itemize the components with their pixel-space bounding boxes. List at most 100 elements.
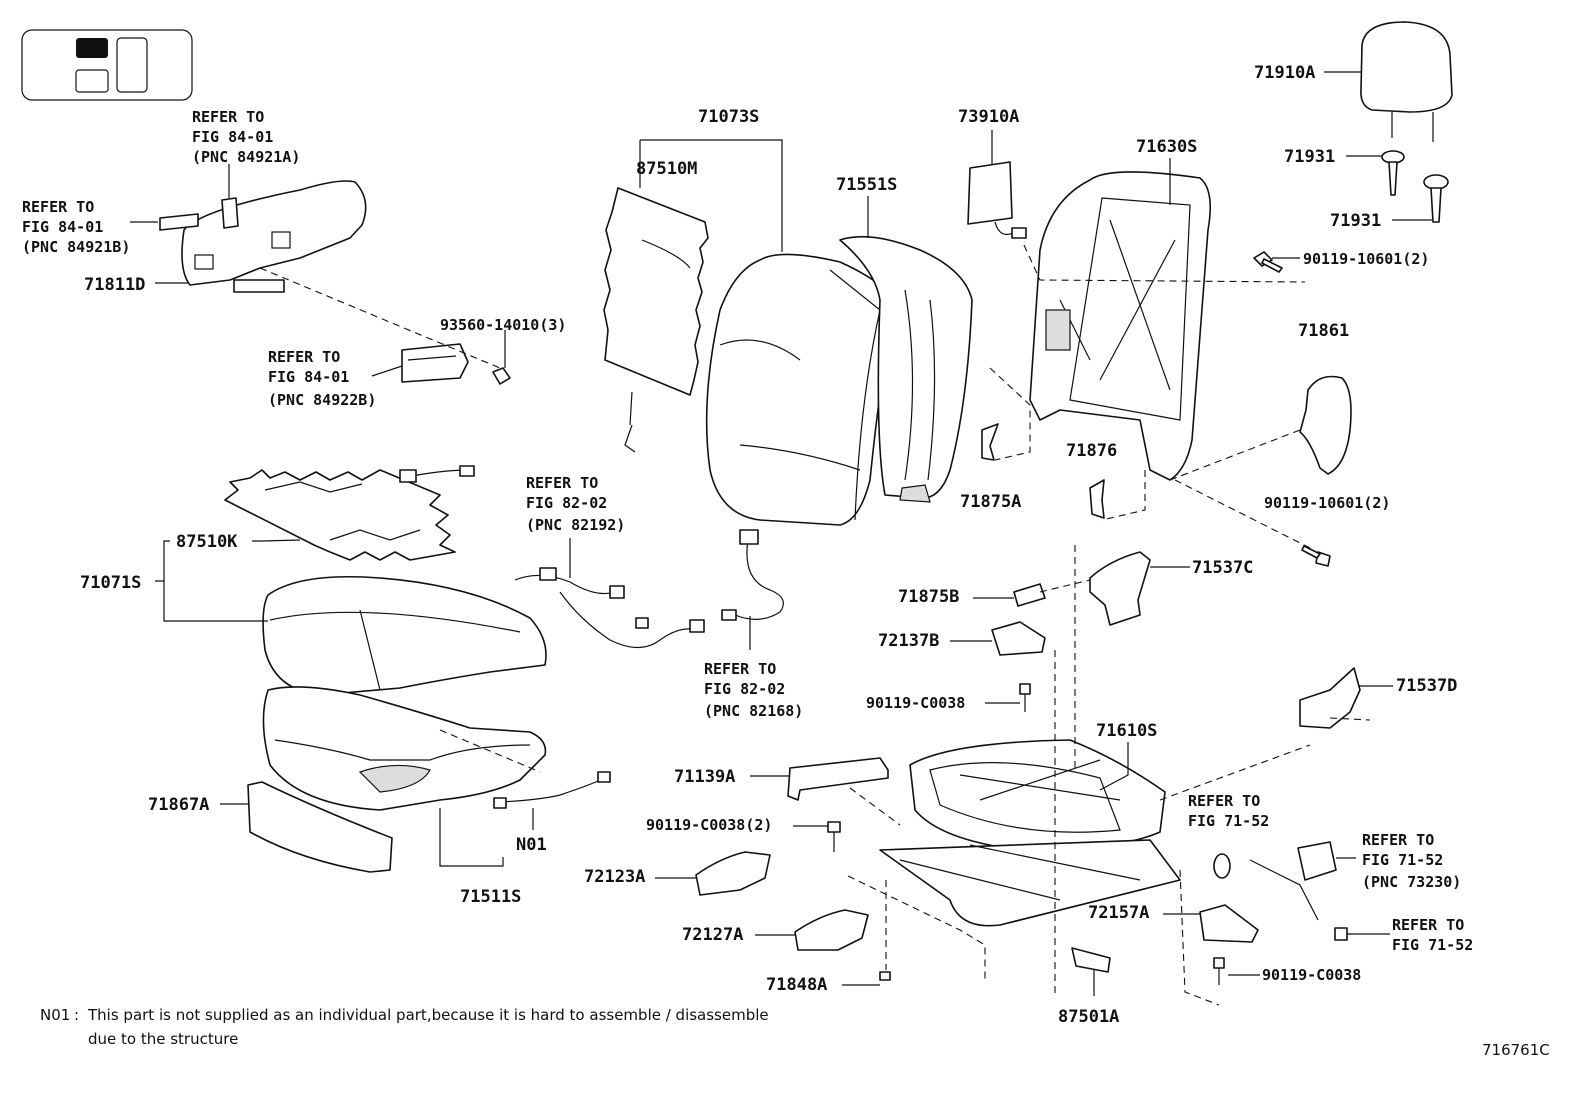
svg-text:(PNC 73230): (PNC 73230) — [1362, 873, 1461, 891]
svg-text:(PNC 82168): (PNC 82168) — [704, 702, 803, 720]
reference-84921A: REFER TO FIG 84-01 (PNC 84921A) — [192, 108, 300, 166]
seatback-frame-shape — [1029, 171, 1211, 481]
side-shield-shape — [159, 180, 367, 293]
recliner-cover-shapes — [1089, 551, 1361, 729]
label-71861: 71861 — [1298, 321, 1349, 341]
label-71537C: 71537C — [1192, 558, 1253, 578]
svg-text:REFER TO: REFER TO — [22, 198, 94, 216]
label-90119-C0038-lower: 90119-C0038 — [1262, 966, 1361, 984]
switch-block-shape — [401, 343, 469, 383]
label-71931-upper: 71931 — [1284, 147, 1335, 167]
svg-text:FIG 71-52: FIG 71-52 — [1188, 812, 1269, 830]
wire-harness-82168-shape — [721, 529, 784, 621]
label-90119-10601-upper: 90119-10601(2) — [1303, 250, 1429, 268]
label-71537D: 71537D — [1396, 676, 1457, 696]
label-71848A: 71848A — [766, 975, 827, 995]
footnote-text-line2: due to the structure — [88, 1030, 238, 1048]
svg-text:FIG 82-02: FIG 82-02 — [704, 680, 785, 698]
reference-84922B: REFER TO FIG 84-01 (PNC 84922B) — [268, 348, 376, 409]
label-87510M: 87510M — [636, 159, 697, 179]
footnote-key: N01 — [40, 1006, 70, 1024]
reference-71-52-lower: REFER TO FIG 71-52 — [1392, 916, 1473, 954]
label-87510K: 87510K — [176, 532, 238, 552]
reference-82168: REFER TO FIG 82-02 (PNC 82168) — [704, 660, 803, 720]
label-71610S: 71610S — [1096, 721, 1157, 741]
footnote-text-line1: This part is not supplied as an individu… — [87, 1006, 769, 1024]
seat-cushion-pad-shape — [262, 686, 547, 811]
svg-text:(PNC 84921A): (PNC 84921A) — [192, 148, 300, 166]
headrest-guide-shape — [1381, 150, 1449, 223]
label-72157A: 72157A — [1088, 903, 1149, 923]
seatback-cover-shape — [705, 253, 896, 526]
label-71551S: 71551S — [836, 175, 897, 195]
label-72137B: 72137B — [878, 631, 939, 651]
side-cover-shape — [1299, 375, 1352, 475]
svg-text:FIG 84-01: FIG 84-01 — [22, 218, 103, 236]
label-71876: 71876 — [1066, 441, 1117, 461]
seat-cushion-frame-shape — [879, 739, 1181, 927]
label-71630S: 71630S — [1136, 137, 1197, 157]
cushion-bracket-71139A-shape — [787, 757, 889, 801]
label-72123A: 72123A — [584, 867, 645, 887]
label-90119-C0038-upper: 90119-C0038 — [866, 694, 965, 712]
label-90119-C0038-2: 90119-C0038(2) — [646, 816, 772, 834]
label-71073S: 71073S — [698, 107, 759, 127]
cushion-heater-shape — [224, 465, 475, 561]
cushion-harness-shape — [493, 771, 611, 809]
svg-text:(PNC 82192): (PNC 82192) — [526, 516, 625, 534]
svg-text:FIG 84-01: FIG 84-01 — [268, 368, 349, 386]
sensor-87501A-shape — [1071, 947, 1111, 973]
seatback-pad-shape — [839, 235, 973, 503]
label-71511S: 71511S — [460, 887, 521, 907]
svg-text:(PNC 84922B): (PNC 84922B) — [268, 391, 376, 409]
label-71867A: 71867A — [148, 795, 209, 815]
seat-cushion-cover-shape — [262, 575, 547, 696]
label-71139A: 71139A — [674, 767, 735, 787]
label-71875A: 71875A — [960, 492, 1021, 512]
svg-text:FIG 84-01: FIG 84-01 — [192, 128, 273, 146]
cover-72137B-shape — [991, 621, 1046, 656]
track-cover-shapes — [695, 851, 869, 951]
svg-text:FIG 71-52: FIG 71-52 — [1362, 851, 1443, 869]
svg-text:REFER TO: REFER TO — [1188, 792, 1260, 810]
reference-71-52-upper: REFER TO FIG 71-52 — [1188, 792, 1269, 830]
seatbelt-buckle-shape — [1213, 841, 1337, 921]
svg-text:REFER TO: REFER TO — [1362, 831, 1434, 849]
bolt-shape — [492, 251, 1348, 985]
svg-text:REFER TO: REFER TO — [526, 474, 598, 492]
svg-text::: : — [74, 1006, 79, 1024]
label-N01: N01 — [516, 835, 547, 855]
svg-text:REFER TO: REFER TO — [268, 348, 340, 366]
cover-72157A-shape — [1199, 904, 1259, 943]
label-71875B: 71875B — [898, 587, 959, 607]
label-93560-14010: 93560-14010(3) — [440, 316, 566, 334]
leader-lines — [130, 71, 1432, 996]
vehicle-locator-icon — [21, 29, 193, 101]
reference-notes: REFER TO FIG 84-01 (PNC 84921A) REFER TO… — [22, 108, 1473, 954]
reference-82192: REFER TO FIG 82-02 (PNC 82192) — [526, 474, 625, 534]
bracket-shapes — [981, 423, 1105, 607]
svg-text:REFER TO: REFER TO — [704, 660, 776, 678]
assembly-dashed-lines — [259, 244, 1371, 1006]
reference-84921B: REFER TO FIG 84-01 (PNC 84921B) — [22, 198, 130, 256]
svg-text:REFER TO: REFER TO — [192, 108, 264, 126]
label-71811D: 71811D — [84, 275, 145, 295]
seatback-heater-shape — [603, 187, 709, 453]
label-71931-lower: 71931 — [1330, 211, 1381, 231]
label-87501A: 87501A — [1058, 1007, 1119, 1027]
footnote: N01 : This part is not supplied as an in… — [40, 1006, 769, 1048]
cushion-front-panel-shape — [247, 781, 393, 873]
svg-text:FIG 71-52: FIG 71-52 — [1392, 936, 1473, 954]
label-72127A: 72127A — [682, 925, 743, 945]
label-71071S: 71071S — [80, 573, 141, 593]
svg-text:REFER TO: REFER TO — [1392, 916, 1464, 934]
svg-text:(PNC 84921B): (PNC 84921B) — [22, 238, 130, 256]
label-71910A: 71910A — [1254, 63, 1315, 83]
airbag-module-shape — [967, 161, 1027, 239]
figure-code: 716761C — [1482, 1041, 1550, 1059]
label-73910A: 73910A — [958, 107, 1019, 127]
headrest-shape — [1360, 21, 1453, 142]
part-labels: 71910A 71931 71931 90119-10601(2) 71861 … — [80, 63, 1457, 1027]
label-90119-10601-lower: 90119-10601(2) — [1264, 494, 1390, 512]
